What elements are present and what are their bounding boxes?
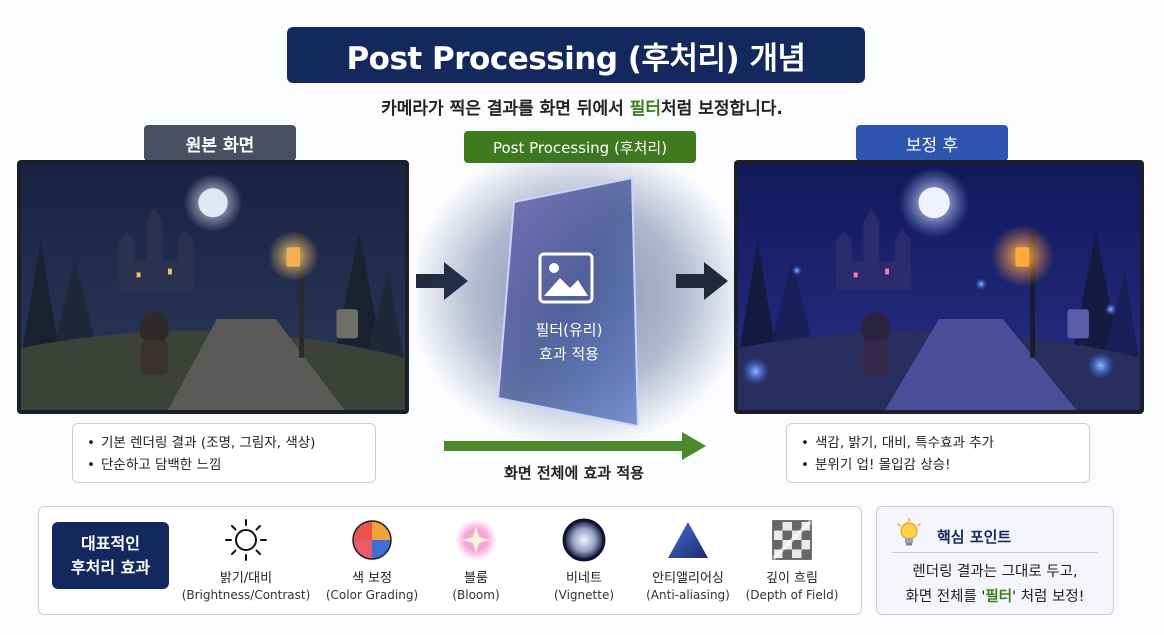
lightbulb-icon [897, 518, 921, 546]
effect-sub: (Color Grading) [325, 588, 419, 602]
triangle-icon [668, 522, 708, 558]
effect-sub: (Brightness/Contrast) [181, 588, 311, 602]
key-point-line2-after: ' 처럼 보정! [1012, 589, 1085, 605]
subtitle-before: 카메라가 찍은 결과를 화면 뒤에서 [381, 99, 630, 119]
key-point-body: 렌더링 결과는 그대로 두고, 화면 전체를 '필터' 처럼 보정! [880, 560, 1110, 610]
original-description-list: 기본 렌더링 결과 (조명, 그림자, 색상) 단순하고 담백한 느낌 [72, 423, 376, 483]
green-arrow-icon [444, 432, 706, 460]
original-scene-image [17, 160, 409, 414]
page-title: Post Processing (후처리) 개념 [346, 40, 806, 77]
key-point-line1: 렌더링 결과는 그대로 두고, [912, 564, 1078, 580]
subtitle-highlight: 필터 [629, 99, 661, 119]
effect-name: 색 보정 [351, 571, 392, 586]
key-point-line2: 화면 전체를 '필터' 처럼 보정! [880, 585, 1110, 610]
effect-vignette: 비네트 (Vignette) [514, 518, 654, 604]
arrow-right-icon [676, 262, 728, 300]
key-point-box [876, 506, 1114, 615]
effects-label-line1: 대표적인 [81, 533, 140, 553]
key-point-title: 핵심 포인트 [937, 528, 1012, 546]
effect-sub: (Anti-aliasing) [646, 588, 730, 602]
filter-caption-line2: 효과 적용 [539, 345, 599, 363]
effect-name: 안티앨리어싱 [652, 571, 724, 586]
after-description-list: 색감, 밝기, 대비, 특수효과 추가 분위기 업! 몰입감 상승! [786, 423, 1090, 483]
effect-sub: (Depth of Field) [745, 588, 839, 602]
label-after: 보정 후 [856, 125, 1008, 161]
effect-brightness: 밝기/대비 (Brightness/Contrast) [176, 518, 316, 604]
effects-label-line2: 후처리 효과 [70, 557, 151, 577]
effect-bloom: 블룸 (Bloom) [406, 518, 546, 604]
bloom-star-icon [455, 519, 497, 561]
effect-name: 블룸 [464, 571, 488, 586]
label-original: 원본 화면 [144, 125, 296, 161]
after-scene-image [734, 160, 1144, 414]
filter-caption: 필터(유리) 효과 적용 [498, 318, 640, 366]
list-item: 분위기 업! 몰입감 상승! [801, 454, 1075, 476]
sun-icon [225, 519, 267, 561]
apply-caption: 화면 전체에 효과 적용 [504, 464, 644, 482]
color-wheel-icon [352, 520, 392, 560]
effect-depth-of-field: 깊이 흐림 (Depth of Field) [722, 518, 862, 604]
list-item: 기본 렌더링 결과 (조명, 그림자, 색상) [87, 432, 361, 454]
key-point-line2-highlight: 필터 [985, 589, 1013, 605]
subtitle-after: 처럼 보정합니다. [660, 99, 783, 119]
key-point-line2-before: 화면 전체를 ' [905, 589, 986, 605]
list-item: 색감, 밝기, 대비, 특수효과 추가 [801, 432, 1075, 454]
effect-sub: (Bloom) [452, 588, 500, 602]
filter-glass [496, 176, 640, 426]
vignette-icon [562, 518, 606, 562]
checker-blur-icon [771, 519, 813, 561]
effect-name: 밝기/대비 [219, 571, 273, 586]
list-item: 단순하고 담백한 느낌 [87, 454, 361, 476]
effects-panel [38, 506, 862, 615]
subtitle: 카메라가 찍은 결과를 화면 뒤에서 필터처럼 보정합니다. [0, 94, 1164, 119]
effects-label: 대표적인 후처리 효과 [52, 522, 169, 589]
effect-name: 비네트 [566, 571, 602, 586]
effect-color-grading: 색 보정 (Color Grading) [302, 518, 442, 604]
effect-name: 깊이 흐림 [766, 571, 818, 586]
filter-caption-line1: 필터(유리) [535, 321, 603, 339]
effect-sub: (Vignette) [553, 588, 615, 602]
title-banner: Post Processing (후처리) 개념 [287, 27, 865, 83]
effect-anti-aliasing: 안티앨리어싱 (Anti-aliasing) [618, 518, 758, 604]
divider [892, 552, 1098, 553]
